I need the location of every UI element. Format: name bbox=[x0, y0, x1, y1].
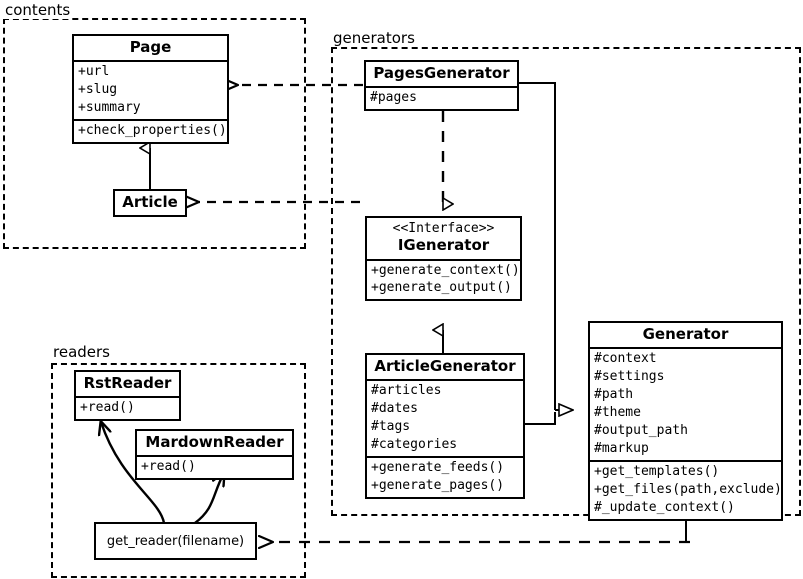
package-readers-frame bbox=[51, 363, 306, 578]
class-box-igenerator[interactable]: <<Interface>> IGenerator +generate_conte… bbox=[365, 216, 522, 302]
class-name-rstreader: RstReader bbox=[83, 374, 172, 392]
method-row: +generate_output() bbox=[371, 280, 512, 296]
class-box-article[interactable]: Article bbox=[113, 189, 187, 218]
attribute-row: #path bbox=[594, 387, 634, 403]
class-box-articlegenerator[interactable]: ArticleGenerator #articles #dates #tags … bbox=[365, 353, 525, 499]
attribute-row: #theme bbox=[594, 405, 641, 421]
attribute-row: +slug bbox=[78, 82, 118, 98]
class-methods-mardownreader: +read() bbox=[137, 455, 292, 478]
class-methods-igenerator: +generate_context() +generate_output() bbox=[367, 258, 520, 300]
package-contents-label: contents bbox=[3, 1, 73, 19]
method-row: +get_files(path,exclude) bbox=[594, 481, 782, 497]
class-name-page: Page bbox=[129, 38, 172, 56]
class-name-article: Article bbox=[122, 193, 178, 211]
attribute-row: #dates bbox=[371, 401, 418, 417]
class-name-igenerator: <<Interface>> IGenerator bbox=[367, 218, 520, 259]
attribute-row: #articles bbox=[371, 383, 442, 399]
function-label-get-reader: get_reader(filename) bbox=[106, 533, 245, 549]
method-row: +read() bbox=[141, 459, 196, 475]
class-name-pagesgenerator: PagesGenerator bbox=[373, 64, 510, 82]
class-attributes-articlegenerator: #articles #dates #tags #categories bbox=[367, 379, 523, 456]
class-name-label: IGenerator bbox=[397, 236, 490, 255]
class-name-articlegenerator: ArticleGenerator bbox=[374, 357, 516, 375]
attribute-row: #context bbox=[594, 351, 657, 367]
class-box-mardownreader[interactable]: MardownReader +read() bbox=[135, 429, 294, 481]
attribute-row: #settings bbox=[594, 369, 665, 385]
attribute-row: #categories bbox=[371, 437, 458, 453]
class-stereotype-igenerator: <<Interface>> bbox=[392, 221, 495, 236]
class-attributes-page: +url +slug +summary bbox=[74, 60, 227, 119]
package-generators-label: generators bbox=[331, 29, 417, 47]
attribute-row: #markup bbox=[594, 440, 649, 456]
method-row: +read() bbox=[80, 400, 135, 416]
function-box-get-reader[interactable]: get_reader(filename) bbox=[94, 522, 257, 560]
method-row: #_update_context() bbox=[594, 499, 735, 515]
method-row: +generate_pages() bbox=[371, 477, 505, 493]
class-methods-rstreader: +read() bbox=[76, 396, 179, 419]
class-attributes-generator: #context #settings #path #theme #output_… bbox=[590, 347, 781, 460]
method-row: +get_templates() bbox=[594, 463, 720, 479]
class-box-generator[interactable]: Generator #context #settings #path #them… bbox=[588, 321, 783, 521]
class-methods-generator: +get_templates() +get_files(path,exclude… bbox=[590, 459, 782, 519]
package-contents-frame bbox=[3, 18, 306, 249]
class-name-generator: Generator bbox=[642, 325, 729, 343]
method-row: +check_properties() bbox=[78, 123, 227, 139]
attribute-row: +summary bbox=[78, 100, 141, 116]
class-name-mardownreader: MardownReader bbox=[145, 433, 284, 451]
method-row: +generate_context() bbox=[371, 262, 520, 278]
class-box-page[interactable]: Page +url +slug +summary +check_properti… bbox=[72, 34, 229, 144]
attribute-row: #output_path bbox=[594, 423, 688, 438]
attribute-row: #pages bbox=[370, 90, 417, 106]
package-readers-label: readers bbox=[51, 343, 112, 361]
method-row: +generate_feeds() bbox=[371, 460, 505, 475]
attribute-row: #tags bbox=[371, 419, 411, 435]
class-attributes-pagesgenerator: #pages bbox=[366, 86, 517, 109]
package-generators-frame bbox=[331, 47, 801, 516]
class-box-pagesgenerator[interactable]: PagesGenerator #pages bbox=[364, 60, 519, 112]
class-methods-page: +check_properties() bbox=[74, 119, 227, 142]
class-box-rstreader[interactable]: RstReader +read() bbox=[74, 370, 181, 422]
class-methods-articlegenerator: +generate_feeds() +generate_pages() bbox=[367, 456, 523, 497]
attribute-row: +url bbox=[78, 64, 110, 80]
